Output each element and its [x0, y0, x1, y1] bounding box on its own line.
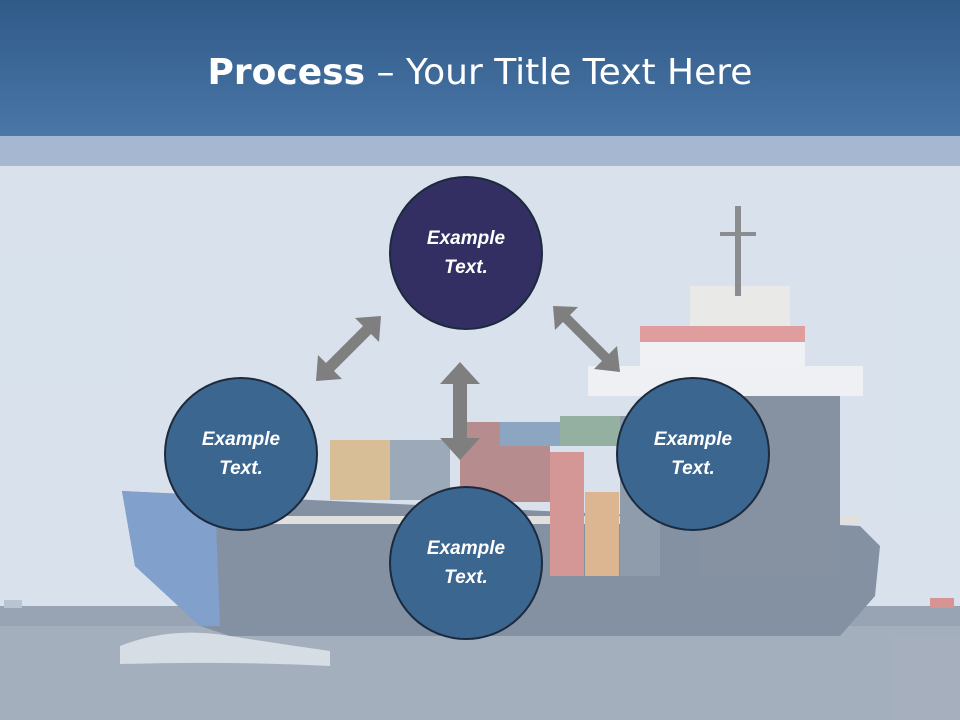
node-text-line1: Example [201, 429, 281, 450]
header-bar [0, 0, 960, 136]
title-bold: Process [207, 52, 366, 93]
node-text-line1: Example [653, 429, 733, 450]
title-rest: – Your Title Text Here [365, 52, 753, 93]
node-text-line1: Example [426, 228, 506, 249]
node-text-line2: Text. [671, 458, 715, 479]
double-arrow-icon [440, 362, 480, 460]
node-text-line2: Text. [444, 257, 488, 278]
node-text-line2: Text. [219, 458, 263, 479]
node-text-line1: Example [426, 538, 506, 559]
slide-title[interactable]: Process – Your Title Text Here [0, 52, 960, 93]
header-band [0, 136, 960, 166]
double-arrow-icon [553, 306, 620, 372]
node-text-line2: Text. [444, 567, 488, 588]
double-arrow-icon [316, 316, 381, 381]
